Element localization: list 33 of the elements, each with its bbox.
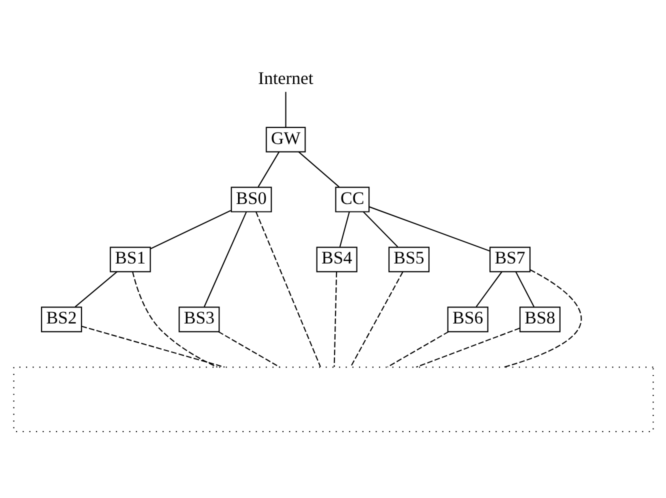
connector — [333, 271, 337, 366]
connector — [255, 211, 320, 367]
connector — [416, 327, 520, 368]
connector — [218, 330, 280, 367]
node-box: BS8 — [518, 306, 560, 332]
node-text: Internet — [258, 67, 313, 88]
connector — [284, 91, 286, 126]
connector — [74, 270, 117, 307]
connector — [504, 268, 582, 368]
connector — [257, 151, 280, 187]
node-box: BS0 — [230, 186, 272, 212]
node-box: BS6 — [446, 306, 488, 332]
connector — [514, 270, 534, 307]
connector — [150, 209, 231, 249]
connector — [80, 325, 224, 368]
node-box: BS1 — [109, 246, 150, 272]
connector — [362, 210, 398, 247]
connector — [132, 271, 218, 368]
node-box: BS4 — [316, 246, 357, 272]
node-grid — [12, 366, 654, 432]
node-box: BS2 — [40, 306, 82, 332]
node-box: BS7 — [488, 246, 530, 272]
connector — [475, 270, 502, 307]
connector — [298, 150, 339, 187]
node-box: BS3 — [178, 306, 220, 332]
connector — [338, 211, 350, 247]
node-box: GW — [265, 126, 306, 152]
node-box: BS5 — [388, 246, 430, 272]
connector — [386, 330, 448, 367]
connector — [203, 211, 246, 307]
connector — [350, 271, 403, 367]
connector — [368, 206, 490, 251]
node-box: CC — [334, 186, 370, 212]
